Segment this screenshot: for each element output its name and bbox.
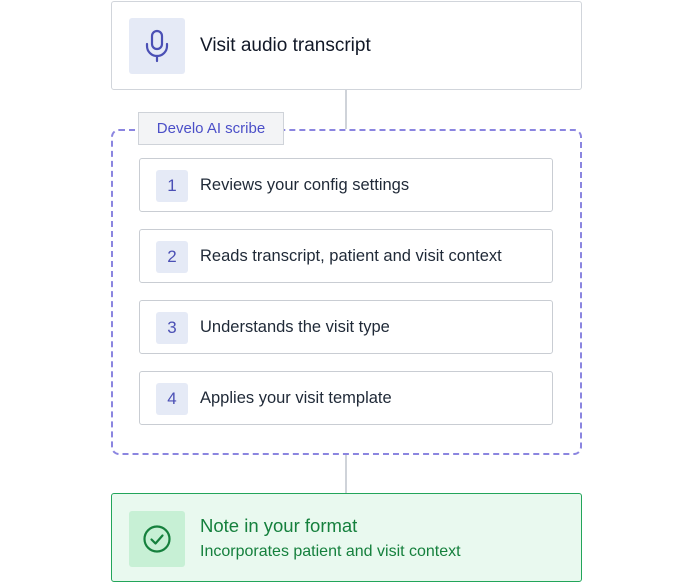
step-number: 1	[156, 170, 188, 202]
step-text: Understands the visit type	[200, 318, 390, 336]
check-circle-icon	[143, 525, 171, 553]
connector-bottom	[345, 455, 347, 493]
step-text: Reviews your config settings	[200, 176, 410, 194]
input-card: Visit audio transcript	[111, 1, 582, 90]
microphone-icon	[145, 29, 169, 63]
input-title: Visit audio transcript	[200, 35, 371, 56]
step-number: 2	[156, 241, 188, 273]
ai-scribe-label: Develo AI scribe	[138, 112, 284, 145]
step-number: 3	[156, 312, 188, 344]
step-card-2: 2 Reads transcript, patient and visit co…	[139, 229, 553, 283]
connector-top	[345, 90, 347, 129]
output-title: Note in your format	[200, 515, 358, 536]
output-card: Note in your format Incorporates patient…	[111, 493, 582, 582]
ai-scribe-group	[111, 129, 582, 455]
step-card-3: 3 Understands the visit type	[139, 300, 553, 354]
step-card-1: 1 Reviews your config settings	[139, 158, 553, 212]
step-card-4: 4 Applies your visit template	[139, 371, 553, 425]
step-number: 4	[156, 383, 188, 415]
check-icon-box	[129, 511, 185, 567]
output-subtitle: Incorporates patient and visit context	[200, 543, 461, 560]
step-text: Applies your visit template	[200, 389, 392, 407]
step-text: Reads transcript, patient and visit cont…	[200, 247, 502, 265]
microphone-icon-box	[129, 18, 185, 74]
